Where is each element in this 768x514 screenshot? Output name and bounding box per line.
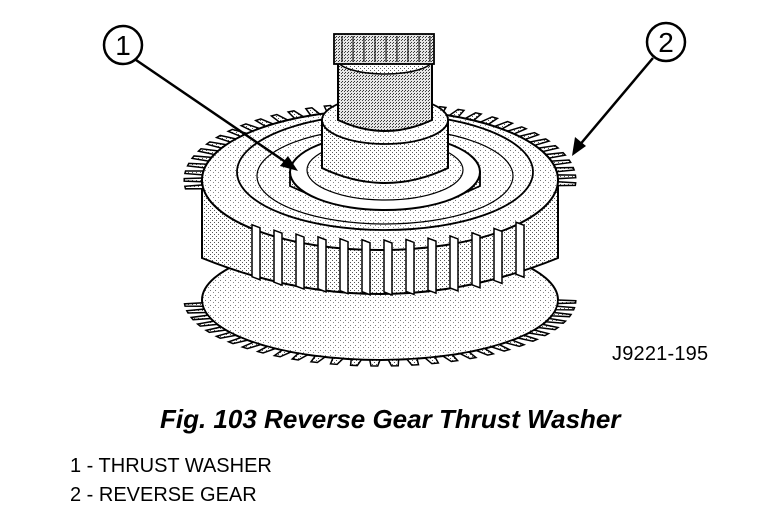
gear-tooth	[544, 317, 568, 325]
gear-tooth	[556, 174, 577, 180]
gear-tooth	[368, 359, 382, 367]
gear-tooth	[556, 181, 577, 187]
gear-tooth	[526, 329, 551, 337]
callout-2-number: 2	[658, 27, 674, 58]
gear-tooth	[556, 299, 577, 305]
callout-2: 2	[572, 21, 687, 156]
gear-tooth	[309, 355, 328, 364]
spline-tooth	[295, 232, 305, 291]
spline-tooth	[361, 238, 371, 296]
gear-tooth	[214, 331, 239, 339]
spline-tooth	[493, 227, 503, 285]
legend-item: 1 - THRUST WASHER	[70, 455, 272, 477]
gear-tooth	[183, 177, 203, 183]
gear-tooth	[183, 184, 205, 190]
gear-tooth	[405, 357, 420, 366]
gear-tooth	[502, 339, 527, 348]
gear-tooth	[255, 345, 278, 354]
gear-tooth	[554, 166, 576, 173]
gear-tooth	[240, 341, 264, 350]
spline-tooth	[449, 234, 459, 293]
spline-tooth	[273, 229, 283, 287]
gear-tooth	[423, 356, 440, 365]
gear-tooth	[183, 302, 204, 308]
gear-tooth	[536, 323, 560, 331]
lower-gear	[183, 262, 577, 367]
spline-tooth	[471, 231, 481, 289]
gear-tooth	[457, 351, 478, 360]
spline-tooth	[339, 237, 349, 295]
gear-tooth	[185, 308, 208, 314]
callout-1-number: 1	[115, 30, 131, 61]
gear-tooth	[226, 336, 251, 345]
gear-tooth	[440, 354, 460, 363]
gear-tooth	[554, 305, 576, 311]
gear-tooth	[186, 162, 208, 169]
gear-tooth	[290, 352, 310, 361]
gear-tooth	[204, 326, 228, 334]
spline-tooth	[251, 223, 261, 281]
gear-tooth	[488, 343, 512, 352]
figure-caption: Fig. 103 Reverse Gear Thrust Washer	[160, 404, 621, 434]
callout-1: 1	[102, 24, 298, 171]
gear-tooth	[195, 320, 220, 327]
spline-tooth	[317, 235, 327, 293]
spline-tooth	[383, 238, 393, 297]
shaft	[321, 33, 449, 184]
gear-tooth	[473, 347, 496, 356]
gear-tooth	[329, 357, 345, 366]
gear-tooth	[550, 311, 573, 318]
figure-code: J9221-195	[612, 343, 709, 365]
gear-tooth	[189, 314, 213, 321]
spline-tooth	[405, 238, 415, 296]
gear-tooth	[183, 170, 205, 176]
gear-tooth	[387, 358, 400, 367]
gear-tooth	[349, 358, 363, 367]
legend: 1 - THRUST WASHER 2 - REVERSE GEAR	[70, 452, 272, 510]
legend-item: 2 - REVERSE GEAR	[70, 484, 257, 506]
gear-tooth	[515, 334, 540, 342]
spline-tooth	[515, 221, 525, 279]
spline-tooth	[427, 237, 437, 295]
gear-tooth	[272, 349, 294, 358]
